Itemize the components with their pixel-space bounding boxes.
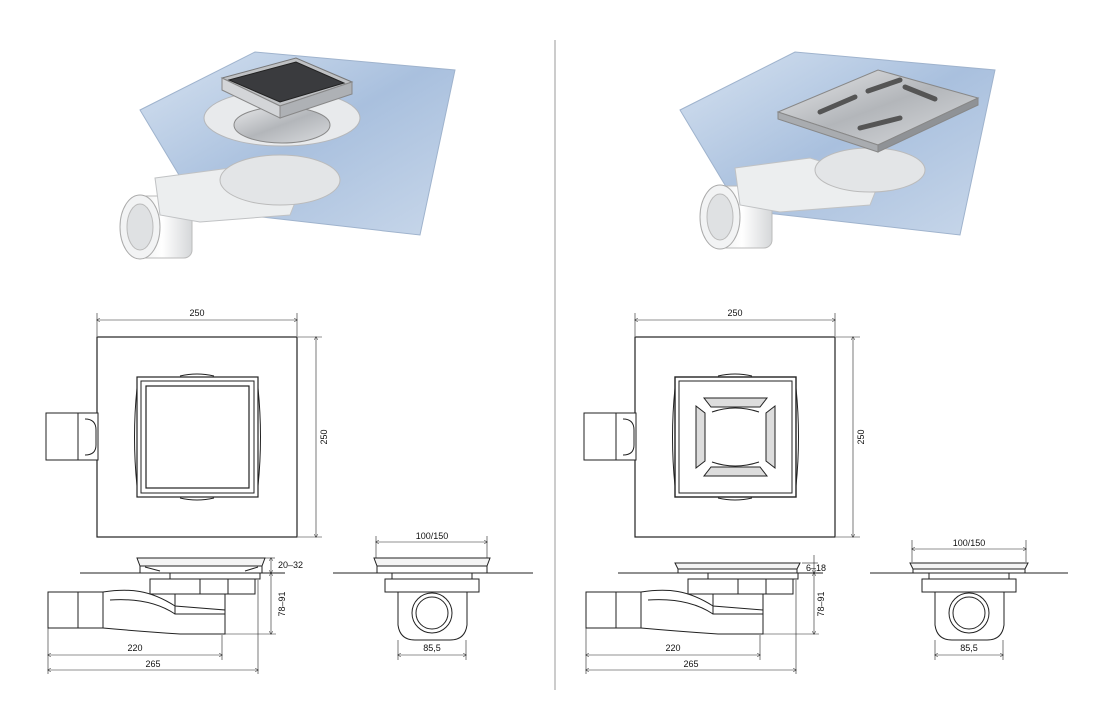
right-front-bottom-label: 85,5 — [960, 643, 978, 653]
left-product-render — [119, 51, 456, 260]
left-top-height-label: 250 — [319, 429, 329, 444]
right-top-view — [583, 313, 860, 538]
right-side-len2-label: 265 — [683, 659, 698, 669]
right-side-view — [586, 555, 823, 674]
left-side-len2-label: 265 — [145, 659, 160, 669]
right-top-height-label: 250 — [856, 429, 866, 444]
right-product-render — [679, 51, 996, 250]
right-side-height-label: 78–91 — [816, 591, 826, 616]
left-side-height-label: 78–91 — [277, 591, 287, 616]
left-front-view — [333, 536, 533, 660]
left-drain-body — [219, 154, 341, 206]
right-drain-body — [814, 147, 926, 193]
right-side-len1-label: 220 — [665, 643, 680, 653]
left-top-width-label: 250 — [189, 308, 204, 318]
left-side-view — [48, 558, 285, 674]
right-front-view — [870, 540, 1068, 660]
left-front-grate-label: 100/150 — [416, 531, 449, 541]
left-side-len1-label: 220 — [127, 643, 142, 653]
right-side-adjust-label: 6–18 — [806, 563, 826, 573]
right-top-width-label: 250 — [727, 308, 742, 318]
left-top-view — [45, 313, 322, 538]
right-front-grate-label: 100/150 — [953, 538, 986, 548]
left-side-adjust-label: 20–32 — [278, 560, 303, 570]
left-front-bottom-label: 85,5 — [423, 643, 441, 653]
